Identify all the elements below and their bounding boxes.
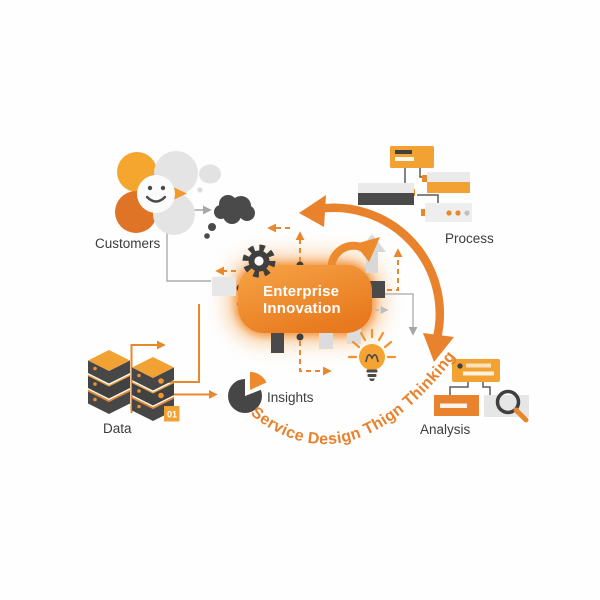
data-label: Data: [103, 421, 132, 436]
pie-chart-icon: [228, 371, 267, 413]
gray-square-left: [212, 277, 236, 296]
dashed-elbow-right-arrow: [299, 341, 332, 376]
customers-to-center-line: [166, 231, 211, 282]
analysis-box-top: [452, 359, 500, 382]
process-node: Process: [358, 146, 494, 246]
big-cycle-arrow: [299, 195, 454, 362]
dark-bar-bottom: [271, 327, 284, 353]
customers-label: Customers: [95, 236, 161, 251]
center-to-analysis-line: [385, 293, 418, 336]
dashed-elbow-up-arrow: [387, 248, 403, 291]
gear-icon: [242, 244, 276, 278]
center-title-line1: Enterprise: [263, 283, 339, 300]
binary-badge: [164, 406, 180, 422]
thought-bubble-icon: [197, 164, 255, 239]
center-box: [238, 265, 372, 333]
magnifier-icon: [495, 389, 529, 423]
data-to-center-connector: [162, 304, 200, 383]
binary-badge-text: 01: [167, 410, 177, 420]
process-box-right: [427, 172, 470, 182]
database-stack-icon: [88, 350, 130, 414]
analysis-label: Analysis: [420, 422, 471, 437]
cycle-arrowhead-left: [299, 195, 326, 227]
customers-icon: Customers: [95, 151, 255, 251]
smiley-face-icon: [137, 175, 175, 213]
center-title-line2: Innovation: [263, 300, 341, 317]
process-box-left: [358, 183, 414, 193]
data-node: 01 Data: [88, 350, 180, 436]
lightbulb-icon: [347, 328, 397, 381]
center-node: Enterprise Innovation: [238, 265, 372, 333]
insights-label: Insights: [267, 390, 314, 405]
analysis-node: Analysis: [420, 359, 529, 437]
process-label: Process: [445, 231, 494, 246]
cycle-arrowhead-down: [423, 333, 454, 362]
connector-lines: [130, 205, 418, 413]
data-up-connector: [130, 340, 166, 413]
insights-node: Insights: [228, 371, 314, 413]
